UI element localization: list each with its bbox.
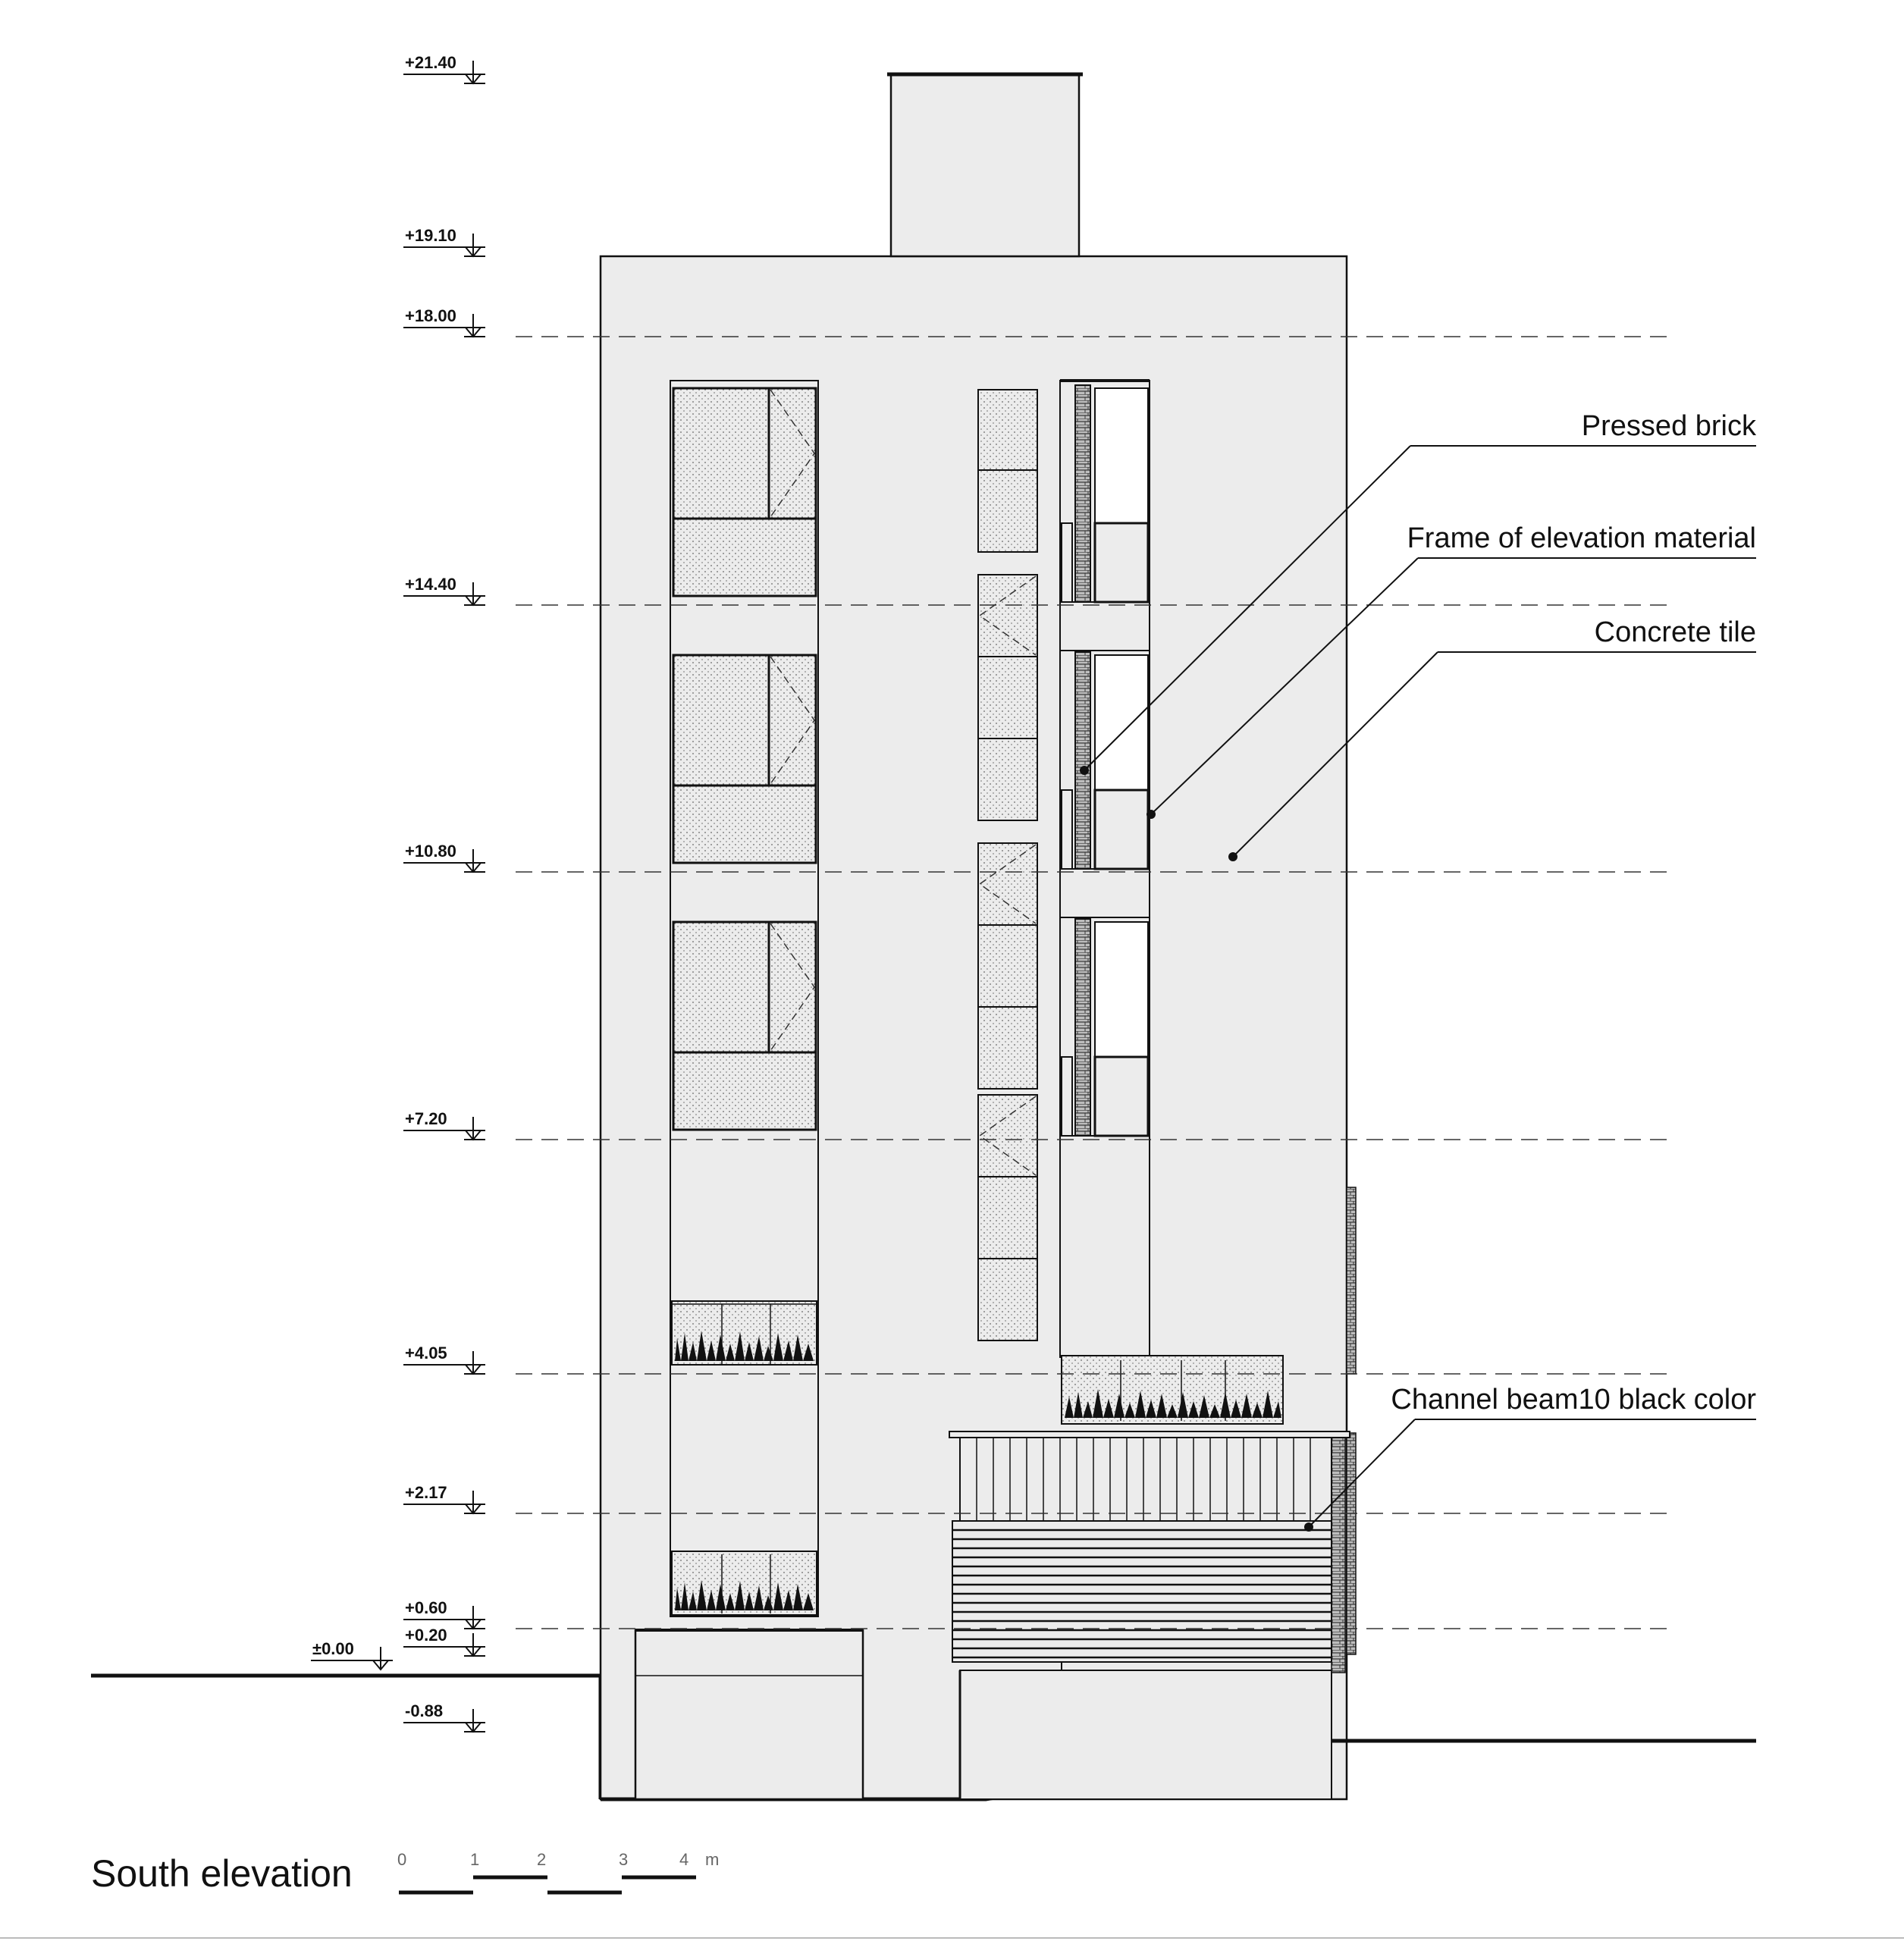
channel-beam-louvers	[952, 1520, 1332, 1670]
drawing-title: South elevation	[91, 1852, 353, 1895]
left-window-column	[670, 380, 819, 1617]
ground-line-left	[91, 1673, 603, 1799]
brick-strip-floor-5	[1074, 384, 1091, 603]
level-marker-18-00: +18.00	[403, 306, 485, 338]
scale-tick-1: 1	[470, 1850, 479, 1869]
level-label-10-80: +10.80	[405, 842, 456, 861]
scale-bar: 0 1 2 3 4 m	[397, 1850, 719, 1895]
window-left-floor-5	[672, 387, 817, 597]
level-dashed-lines	[516, 336, 1668, 1629]
level-marker-4-05: +4.05	[403, 1344, 485, 1375]
level-marker-2-17: +2.17	[403, 1483, 485, 1515]
window-left-floor-4	[672, 654, 817, 864]
scale-unit: m	[705, 1850, 719, 1869]
brick-strip-floor-4	[1074, 651, 1091, 870]
planter-right-balcony	[1061, 1355, 1284, 1425]
middle-window-strip	[977, 389, 1038, 1341]
scale-tick-3: 3	[619, 1850, 628, 1869]
annotation-label-pressed-brick: Pressed brick	[1582, 410, 1757, 442]
garage-door-left	[634, 1629, 864, 1801]
annotation-label-channel-beam: Channel beam10 black color	[1391, 1384, 1756, 1416]
rooftop-core	[889, 73, 1081, 258]
level-label-0-60: +0.60	[405, 1598, 447, 1617]
level-marker-0-20: +0.20	[403, 1626, 485, 1657]
brick-edge-upper	[1346, 1187, 1357, 1375]
annotation-label-concrete-tile: Concrete tile	[1595, 616, 1756, 648]
level-label-0-00: ±0.00	[312, 1639, 354, 1658]
level-marker-19-10: +19.10	[403, 226, 485, 258]
right-window-column	[1059, 379, 1150, 1358]
level-marker-21-40: +21.40	[403, 53, 485, 85]
planter-left-upper	[671, 1300, 817, 1366]
balcony-railing	[949, 1431, 1350, 1522]
level-label-2-17: +2.17	[405, 1483, 447, 1502]
brick-edge-lower	[1331, 1432, 1346, 1673]
scale-tick-2: 2	[537, 1850, 546, 1869]
annotation-pressed-brick: Pressed brick	[1080, 410, 1757, 775]
level-marker-7-20: +7.20	[403, 1109, 485, 1141]
garage-door-right	[958, 1670, 1332, 1800]
level-label-14-40: +14.40	[405, 575, 456, 594]
annotation-frame-material: Frame of elevation material	[1146, 522, 1756, 819]
level-marker-minus-0-88: -0.88	[403, 1701, 485, 1733]
scale-tick-4: 4	[679, 1850, 689, 1869]
level-label-21-40: +21.40	[405, 53, 456, 72]
planter-left-lower	[671, 1551, 817, 1616]
level-marker-14-40: +14.40	[403, 575, 485, 607]
level-label-0-20: +0.20	[405, 1626, 447, 1645]
level-marker-0-60: +0.60	[403, 1598, 485, 1630]
level-label-4-05: +4.05	[405, 1344, 447, 1362]
level-label-18-00: +18.00	[405, 306, 456, 325]
annotation-channel-beam: Channel beam10 black color	[1304, 1384, 1756, 1532]
scale-tick-0: 0	[397, 1850, 406, 1869]
annotation-label-frame-material: Frame of elevation material	[1407, 522, 1756, 554]
level-marker-10-80: +10.80	[403, 842, 485, 873]
level-marker-0-00: ±0.00	[311, 1639, 393, 1671]
brick-edge-outer	[1346, 1432, 1357, 1655]
window-left-floor-3	[672, 920, 817, 1131]
level-label-19-10: +19.10	[405, 226, 456, 245]
brick-strip-floor-3	[1074, 918, 1091, 1137]
level-label-minus-0-88: -0.88	[405, 1701, 443, 1720]
level-label-7-20: +7.20	[405, 1109, 447, 1128]
annotation-concrete-tile: Concrete tile	[1228, 616, 1756, 861]
